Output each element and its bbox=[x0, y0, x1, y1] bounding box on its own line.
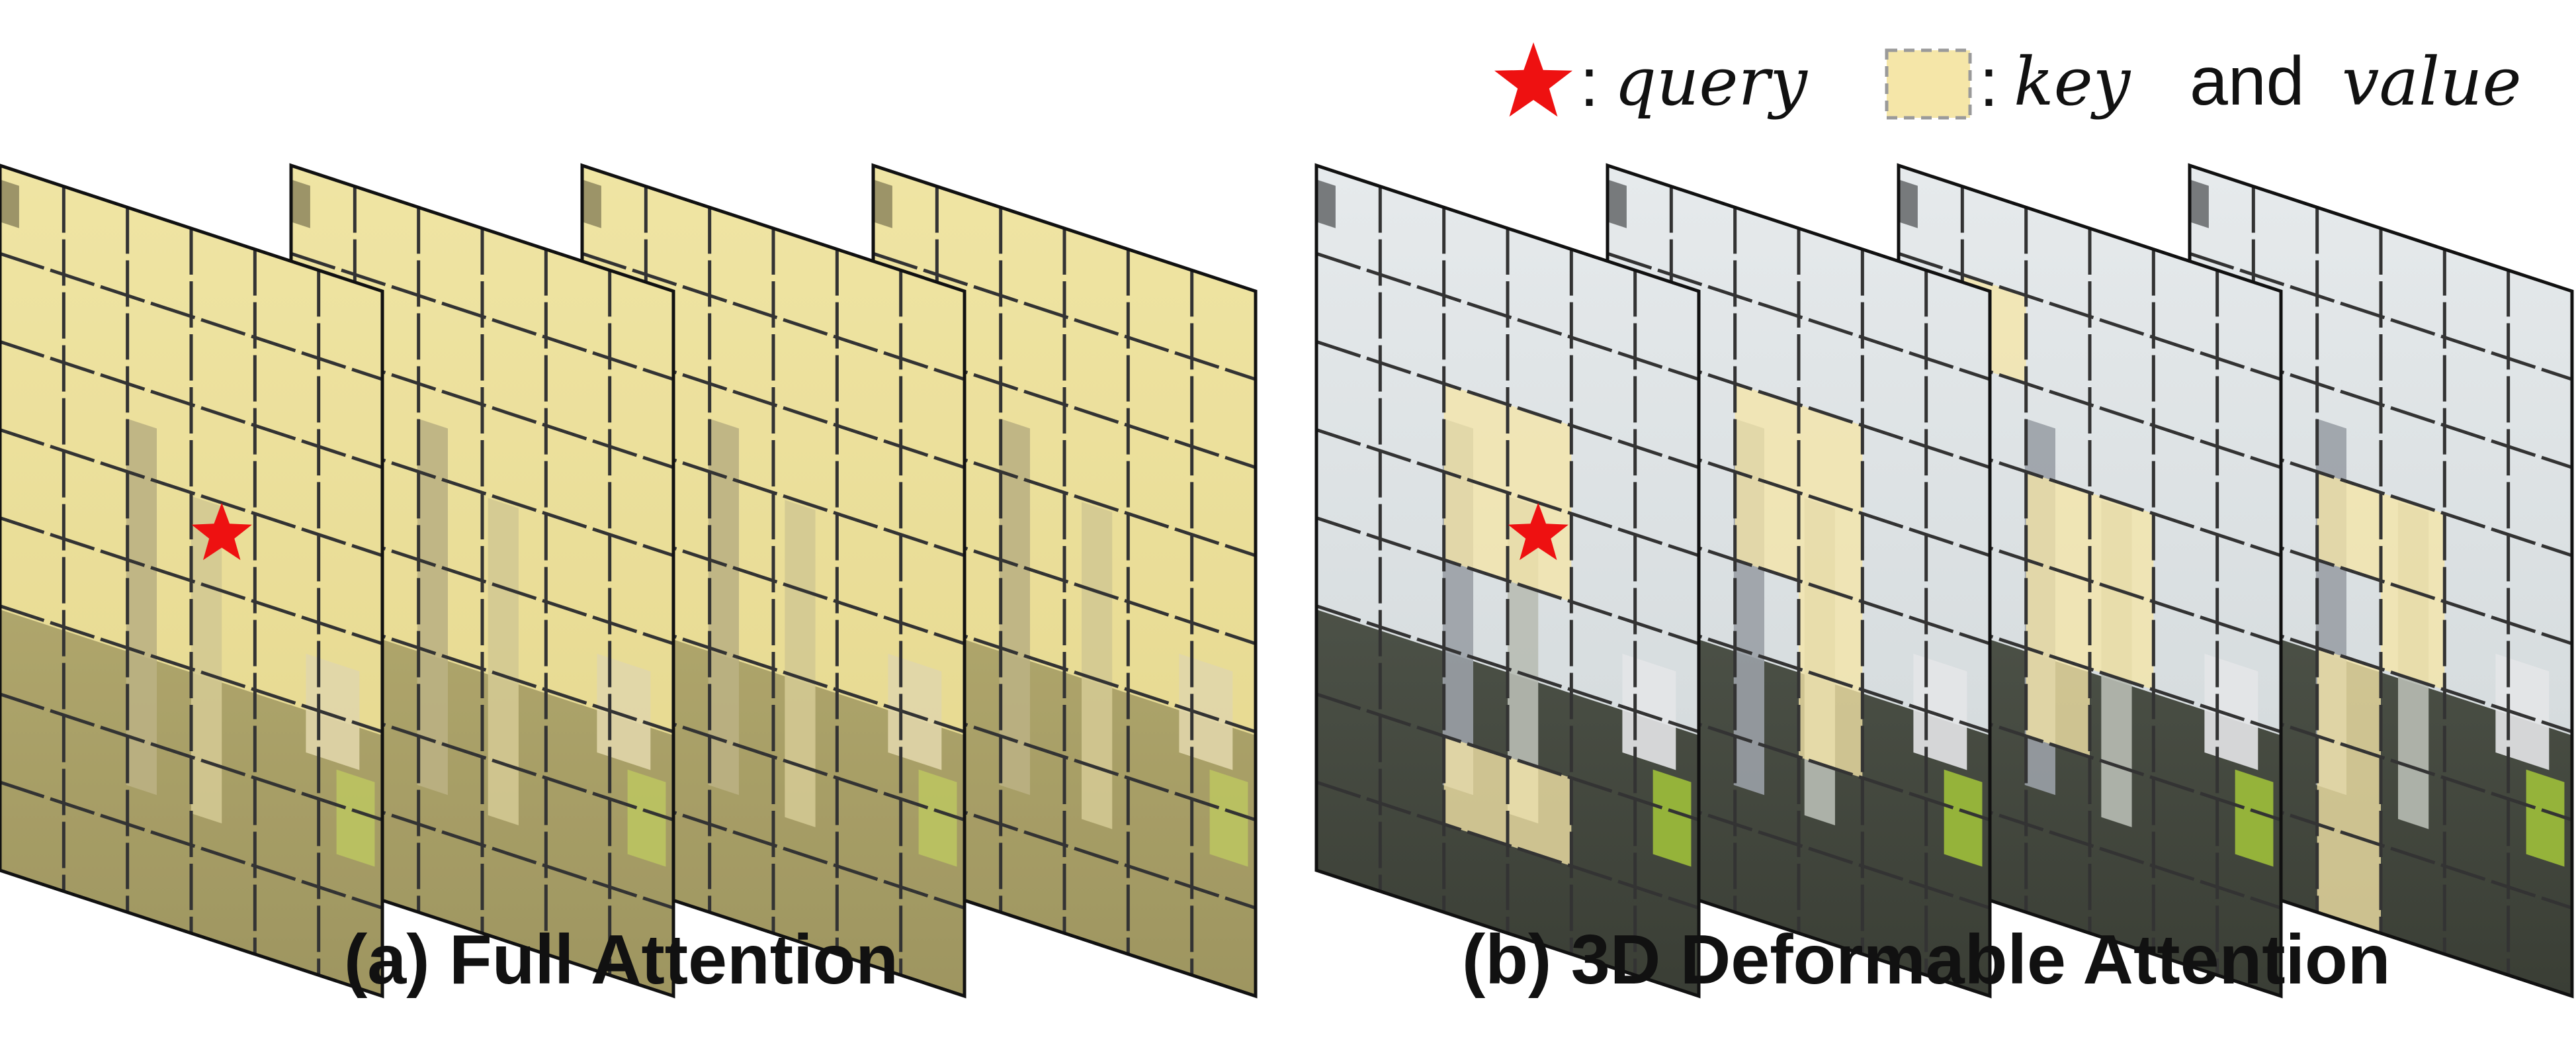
red-star-icon bbox=[1508, 502, 1568, 561]
scene-figure bbox=[2235, 769, 2274, 867]
video-frame bbox=[0, 163, 384, 999]
grid-line bbox=[0, 780, 383, 910]
scene-figure bbox=[785, 500, 816, 827]
scene-figure bbox=[873, 179, 892, 228]
red-star-icon bbox=[191, 502, 252, 561]
grid-line bbox=[290, 251, 674, 381]
grid-line bbox=[0, 428, 383, 557]
key-value-cell bbox=[2026, 471, 2090, 581]
key-value-cell bbox=[2317, 736, 2381, 845]
video-frame bbox=[1897, 163, 2283, 999]
frame-border bbox=[0, 163, 384, 999]
legend-and-label: and bbox=[2190, 43, 2305, 120]
key-value-cell bbox=[2026, 647, 2090, 757]
legend-value-label: value bbox=[2342, 43, 2522, 120]
key-value-cell bbox=[2090, 580, 2154, 690]
scene-figure bbox=[582, 179, 601, 228]
scene-figure bbox=[126, 418, 157, 796]
deformable-attention-panel bbox=[1314, 163, 2574, 999]
scene-figure bbox=[488, 498, 519, 825]
video-frame bbox=[1606, 163, 1992, 999]
grid-line bbox=[581, 251, 965, 381]
key-value-cell bbox=[2381, 492, 2445, 602]
grid-line bbox=[0, 692, 383, 822]
scene-figure bbox=[191, 496, 222, 824]
scene-figure bbox=[1913, 653, 1967, 770]
key-value-cell bbox=[1799, 492, 1863, 602]
video-frame bbox=[580, 163, 966, 999]
scene-figure bbox=[2204, 653, 2258, 770]
video-frame bbox=[1314, 163, 1701, 999]
scene-figure bbox=[1082, 502, 1113, 829]
scene-figure bbox=[1622, 653, 1676, 770]
key-value-cell bbox=[2317, 824, 2381, 933]
scene-figure bbox=[1899, 179, 1918, 228]
full-attention-caption: (a) Full Attention bbox=[344, 921, 899, 999]
scene-figure bbox=[708, 418, 739, 796]
grid-line bbox=[1898, 251, 2282, 381]
deformable-attention-caption: (b) 3D Deformable Attention bbox=[1462, 921, 2391, 999]
video-frame bbox=[871, 163, 1258, 999]
scene-figure bbox=[291, 179, 310, 228]
frame-border bbox=[1314, 163, 1701, 999]
scene-figure bbox=[999, 418, 1030, 796]
red-star-icon bbox=[1494, 42, 1572, 117]
key-value-cell bbox=[1443, 471, 1508, 581]
grid-line bbox=[1316, 780, 1699, 910]
video-frame bbox=[289, 163, 675, 999]
scene-figure bbox=[2495, 653, 2550, 770]
key-value-cell bbox=[2026, 559, 2090, 669]
key-value-cell bbox=[1443, 736, 1508, 845]
grid-line bbox=[1316, 251, 1699, 381]
legend: : query : key and value bbox=[1494, 42, 2522, 121]
key-value-cell bbox=[2317, 647, 2381, 757]
legend-key-value-separator: : bbox=[1979, 44, 1998, 121]
grid-line bbox=[1316, 340, 1699, 469]
key-value-cell bbox=[1799, 580, 1863, 690]
key-value-cell bbox=[1443, 383, 1508, 493]
key-value-cell bbox=[1735, 383, 1799, 493]
full-attention-panel bbox=[0, 163, 1258, 999]
grid-line bbox=[0, 340, 383, 469]
grid-line bbox=[1316, 604, 1699, 733]
key-value-cell bbox=[1799, 668, 1863, 778]
scene-figure bbox=[1944, 769, 1983, 867]
scene-figure bbox=[1209, 769, 1248, 867]
scene-figure bbox=[2190, 179, 2209, 228]
grid-line bbox=[2189, 251, 2573, 381]
scene-figure bbox=[417, 418, 448, 796]
grid-line bbox=[1607, 251, 1991, 381]
key-value-cell bbox=[1735, 471, 1799, 581]
legend-key-label: key bbox=[2014, 43, 2131, 120]
scene-figure bbox=[336, 769, 375, 867]
grid-line bbox=[1316, 428, 1699, 557]
grid-line bbox=[0, 251, 383, 381]
grid-line bbox=[1316, 692, 1699, 822]
scene-figure bbox=[1653, 769, 1692, 867]
scene-figure bbox=[627, 769, 666, 867]
scene-figure bbox=[2526, 769, 2565, 867]
key-value-cell bbox=[2090, 492, 2154, 602]
legend-query-label: query bbox=[1614, 43, 1808, 120]
dashed-yellow-square-icon bbox=[1885, 48, 1972, 120]
legend-query: : query bbox=[1494, 42, 1808, 121]
scene-figure bbox=[1316, 179, 1336, 228]
grid-line bbox=[873, 251, 1256, 381]
scene-figure bbox=[1608, 179, 1627, 228]
key-value-cell bbox=[2317, 471, 2381, 581]
legend-key-value: : key and value bbox=[1885, 43, 2522, 121]
key-value-cell bbox=[2381, 580, 2445, 690]
grid-line bbox=[1316, 516, 1699, 645]
key-value-cell bbox=[1508, 404, 1572, 514]
grid-line bbox=[0, 604, 383, 733]
video-frame bbox=[2188, 163, 2574, 999]
scene-figure bbox=[0, 179, 19, 228]
legend-query-separator: : bbox=[1580, 44, 1599, 121]
grid-line bbox=[0, 516, 383, 645]
scene-figure bbox=[918, 769, 957, 867]
key-value-cell bbox=[1799, 404, 1863, 514]
key-value-cell bbox=[1508, 756, 1572, 866]
